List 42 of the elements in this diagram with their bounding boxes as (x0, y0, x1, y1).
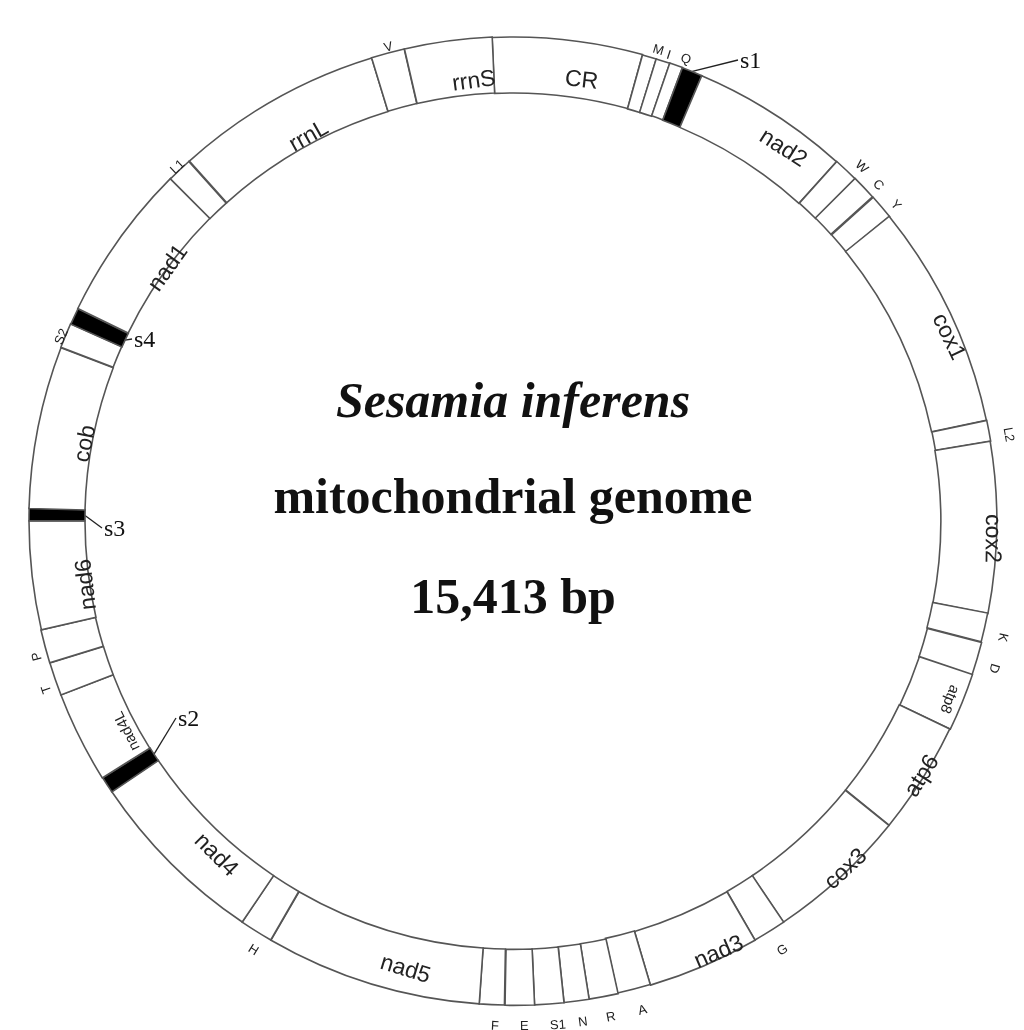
gene-label: CR (563, 66, 600, 93)
gene-label: cox2 (981, 514, 1006, 563)
trna-label: S2 (51, 327, 70, 347)
leader-line (153, 717, 177, 755)
spacer-label: s2 (178, 705, 200, 731)
trna-label: Q (678, 50, 693, 67)
gene-label: cox1 (928, 309, 970, 364)
trna-label: Y (888, 196, 904, 212)
genome-size-label: 15,413 bp (409, 567, 617, 626)
trna-label: W (853, 157, 871, 176)
diagram-title: Sesamia inferens mitochondrial genome (272, 371, 754, 526)
trna-label: L1 (167, 156, 188, 176)
gene-label: atp8 (937, 682, 963, 716)
trna-label: A (636, 1002, 648, 1017)
trna-label: M (651, 41, 666, 58)
trna-label: T (38, 683, 54, 696)
trna-label: K (995, 631, 1011, 644)
trna-label: E (519, 1018, 529, 1030)
gene-label: nad6 (71, 557, 100, 611)
trna-label: F (491, 1018, 500, 1030)
leader-line (84, 514, 103, 529)
gene-label: rrnL (285, 115, 333, 156)
spacer-label: s4 (134, 326, 156, 352)
gene-label: nad3 (690, 930, 747, 973)
trna-label: L2 (1001, 426, 1018, 443)
trna-label: H (246, 941, 262, 958)
trna-label: P (28, 650, 44, 663)
spacer-label: s1 (740, 47, 762, 73)
trna-label: V (382, 39, 395, 54)
trna-label: G (774, 941, 790, 958)
spacer-label: s3 (104, 515, 126, 541)
trna-label: N (577, 1014, 589, 1029)
gene-label: nad2 (755, 124, 812, 172)
gene-label: nad5 (377, 950, 434, 988)
trna-label: C (870, 176, 887, 193)
trna-label: S1 (549, 1017, 567, 1030)
gene-label: rrnS (450, 66, 497, 95)
trna-label: D (987, 662, 1003, 676)
gene-label: nad4L (109, 709, 142, 754)
trna-label: I (665, 47, 673, 61)
trna-label: R (604, 1009, 617, 1024)
gene-label: cob (69, 423, 100, 464)
